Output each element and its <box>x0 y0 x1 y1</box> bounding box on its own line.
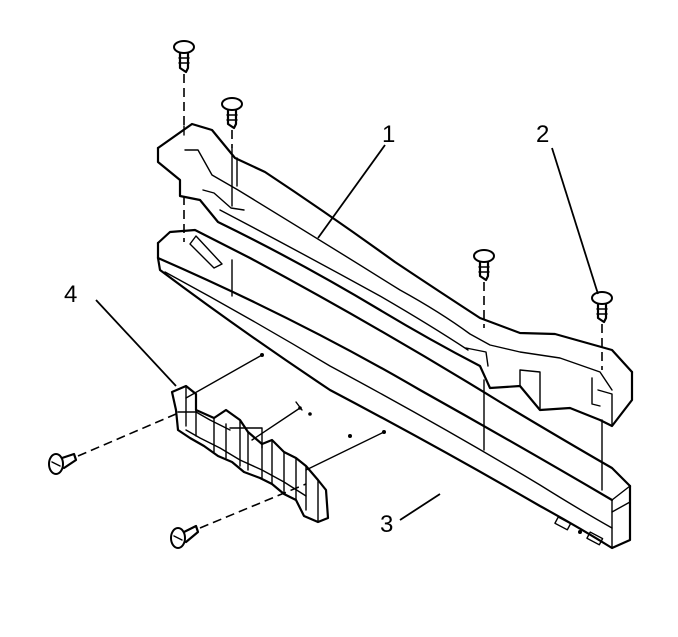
retainer-top-left-1 <box>173 40 195 74</box>
impact-bar <box>156 228 632 550</box>
retainer-top-left-2 <box>221 97 243 130</box>
callout-leaders <box>95 144 599 521</box>
callout-2: 2 <box>536 121 549 148</box>
screw-lower-middle <box>170 524 200 549</box>
callout-4: 4 <box>64 281 77 308</box>
screw-lower-left <box>48 452 78 475</box>
callout-3: 3 <box>380 511 393 538</box>
retainer-far-right <box>591 291 613 324</box>
push-pin-retainer-icon <box>48 40 613 549</box>
energy-absorber <box>156 122 634 428</box>
callout-1: 1 <box>382 121 395 148</box>
alignment-lines <box>77 74 603 529</box>
retainer-mid-right <box>473 249 495 282</box>
license-plate-bracket <box>170 384 330 524</box>
